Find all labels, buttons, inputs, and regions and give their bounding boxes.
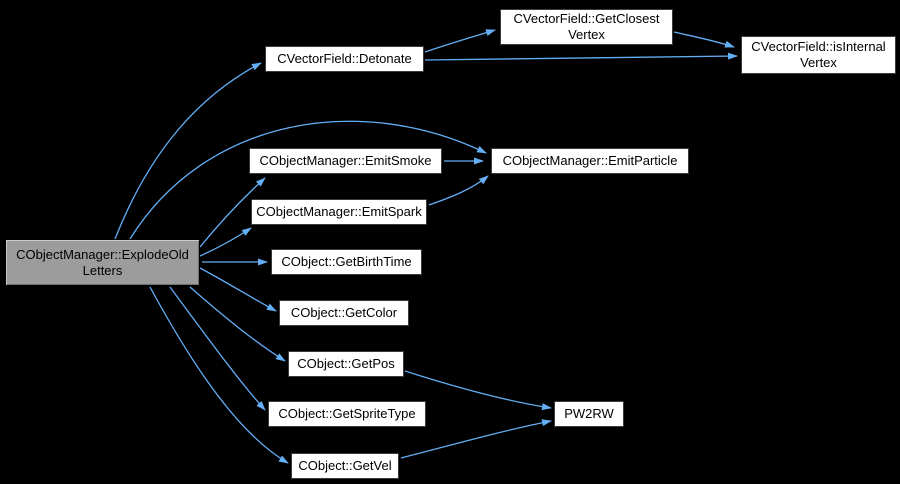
node-cobject-getcolor[interactable]: CObject::GetColor [279,300,409,326]
node-label: PW2RW [564,406,614,421]
node-label: Vertex [568,27,605,42]
node-label: CObject::GetBirthTime [281,254,412,269]
node-label: CObject::GetVel [298,458,392,473]
node-pw2rw[interactable]: PW2RW [554,401,624,427]
node-label: CObjectManager::EmitParticle [502,153,678,168]
node-label: Letters [82,262,123,278]
node-label: CObjectManager::EmitSmoke [259,153,432,168]
node-cobject-getpos[interactable]: CObject::GetPos [288,351,404,377]
node-cobjectmanager-explodeoldletters[interactable]: CObjectManager::ExplodeOld Letters [5,239,200,286]
node-label: CVectorField::isInternal [751,39,886,54]
node-label: Vertex [800,55,837,70]
edge-explodeoldletters-to-getspritetype [169,286,266,411]
edge-explodeoldletters-to-emitsmoke [199,177,266,248]
node-cobjectmanager-emitparticle[interactable]: CObjectManager::EmitParticle [491,148,689,174]
node-label: CVectorField::GetClosest [513,11,660,26]
node-cobject-getvel[interactable]: CObject::GetVel [291,453,399,479]
node-cvectorfield-isinternalvertex[interactable]: CVectorField::isInternal Vertex [741,36,896,74]
node-cobjectmanager-emitsmoke[interactable]: CObjectManager::EmitSmoke [249,148,442,174]
edge-emitspark-to-emitparticle [428,175,489,206]
edge-getpos-to-pw2rw [404,370,552,411]
node-cvectorfield-detonate[interactable]: CVectorField::Detonate [265,46,424,72]
edge-explodeoldletters-to-detonate [114,62,262,240]
edge-explodeoldletters-to-emitparticle [129,120,487,240]
node-label: CObject::GetSpriteType [278,406,416,421]
edge-getclosestvertex-to-isinternalvertex [673,31,735,48]
node-cobject-getspritetype[interactable]: CObject::GetSpriteType [268,401,426,427]
node-label: CObject::GetPos [297,356,395,371]
edge-explodeoldletters-to-getcolor [199,267,277,312]
edge-getvel-to-pw2rw [400,419,552,459]
edge-detonate-to-getclosestvertex [424,29,496,53]
edge-explodeoldletters-to-emitspark [199,227,252,257]
node-label: CObject::GetColor [290,305,398,320]
node-label: CObjectManager::EmitSpark [256,204,422,219]
edge-explodeoldletters-to-getpos [189,286,286,362]
node-cobject-getbirthtime[interactable]: CObject::GetBirthTime [271,249,422,275]
node-cobjectmanager-emitspark[interactable]: CObjectManager::EmitSpark [251,199,427,225]
edge-explodeoldletters-to-getvel [149,286,289,464]
node-cvectorfield-getclosestvertex[interactable]: CVectorField::GetClosest Vertex [500,9,673,45]
node-label: CObjectManager::ExplodeOld [16,246,189,262]
edge-detonate-to-isinternalvertex [424,52,738,61]
node-label: CVectorField::Detonate [277,51,412,66]
